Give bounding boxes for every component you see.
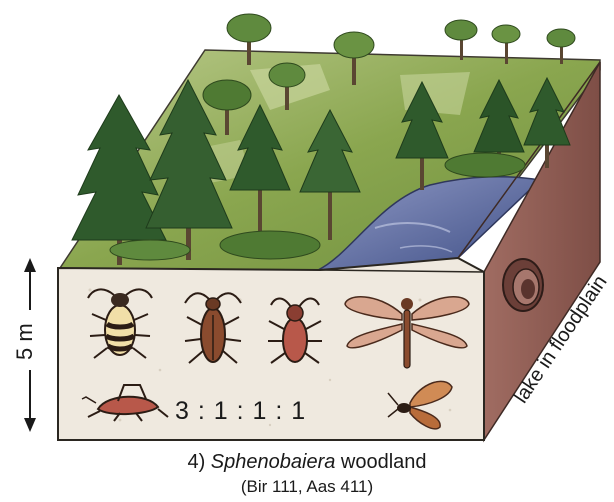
- caption-number: 4): [187, 451, 210, 473]
- caption-genus: Sphenobaiera: [211, 451, 336, 473]
- figure-references: (Bir 111, Aas 411): [0, 477, 614, 497]
- abundance-ratio: 3 : 1 : 1 : 1: [175, 397, 306, 426]
- burrow-icon: [503, 259, 543, 311]
- deciduous-tree-icon: [445, 20, 477, 60]
- caption-rest: woodland: [335, 451, 426, 473]
- figure-caption: 4) Sphenobaiera woodland: [0, 451, 614, 474]
- scale-label: 5 m: [12, 323, 38, 360]
